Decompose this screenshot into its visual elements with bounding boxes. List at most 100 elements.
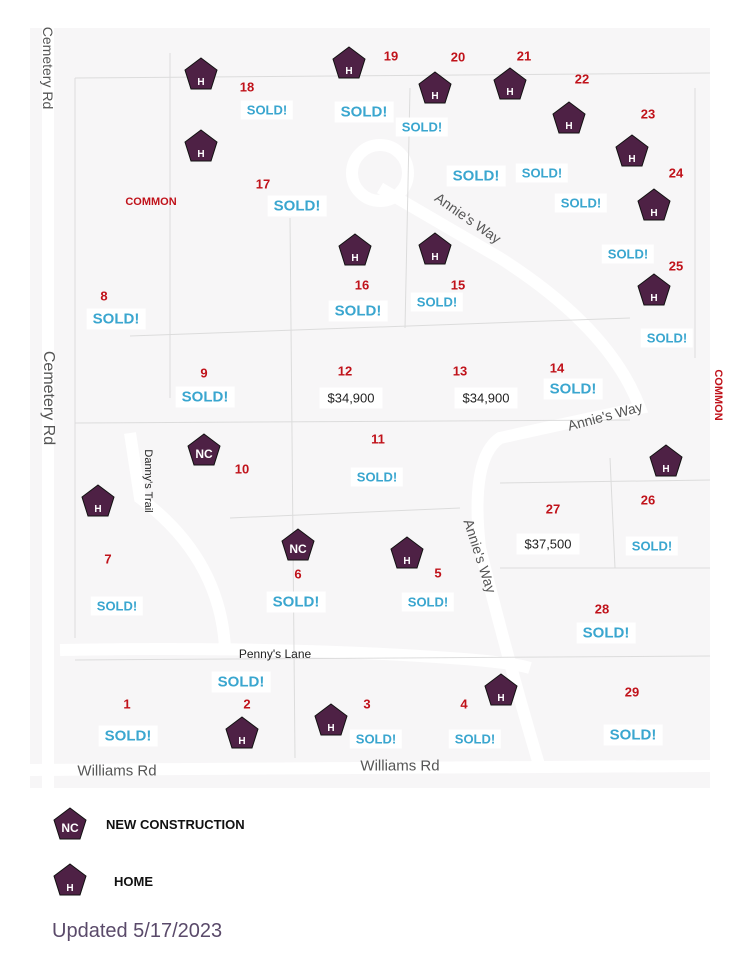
svg-text:H: H <box>197 149 204 160</box>
lot-22-status: SOLD! <box>515 163 569 183</box>
lot-13-number: 13 <box>452 363 468 379</box>
svg-text:H: H <box>327 723 334 734</box>
lot-14-status: SOLD! <box>543 378 603 400</box>
lot-21-number: 21 <box>516 48 532 64</box>
lot-1-number: 1 <box>123 696 131 712</box>
lot-15-status: SOLD! <box>410 292 464 312</box>
common-area-label: COMMON <box>712 369 724 421</box>
road-label-williams-rd: Williams Rd <box>360 757 440 775</box>
legend-home: HOME <box>114 874 153 889</box>
svg-text:NC: NC <box>195 447 213 461</box>
home-marker-icon: H <box>184 129 218 163</box>
home-marker-icon: H <box>649 444 683 478</box>
svg-text:H: H <box>565 121 572 132</box>
svg-text:H: H <box>66 883 73 894</box>
lot-17-number: 17 <box>255 176 271 192</box>
lot-20-number: 20 <box>450 49 466 65</box>
svg-text:H: H <box>351 253 358 264</box>
home-marker-icon: H <box>418 71 452 105</box>
road-label-pennys-lane: Penny's Lane <box>238 647 312 661</box>
lot-24-number: 24 <box>668 165 684 181</box>
home-marker-icon: H <box>615 134 649 168</box>
legend-new-construction-icon: NC <box>53 807 87 841</box>
lot-15-number: 15 <box>450 277 466 293</box>
lot-4-status: SOLD! <box>448 729 502 749</box>
lot-10-number: 10 <box>234 461 250 477</box>
new-construction-marker-icon: NC <box>281 528 315 562</box>
lot-26-number: 26 <box>640 492 656 508</box>
lot-7-number: 7 <box>104 551 112 567</box>
home-marker-icon: H <box>332 46 366 80</box>
lot-12-number: 12 <box>337 363 353 379</box>
svg-text:H: H <box>662 464 669 475</box>
road-label-dannys-trail: Danny's Trail <box>142 449 154 513</box>
lot-26-status: SOLD! <box>625 536 679 556</box>
svg-text:H: H <box>650 208 657 219</box>
lot-13-price: $34,900 <box>454 387 518 409</box>
home-marker-icon: H <box>484 673 518 707</box>
lot-22-number: 22 <box>574 71 590 87</box>
lot-6-number: 6 <box>294 566 302 582</box>
lot-2-number: 2 <box>243 696 251 712</box>
lot-25-number: 25 <box>668 258 684 274</box>
home-marker-icon: H <box>418 232 452 266</box>
svg-text:H: H <box>431 91 438 102</box>
lot-29-status: SOLD! <box>603 724 663 746</box>
svg-text:H: H <box>506 87 513 98</box>
lot-3-number: 3 <box>363 696 371 712</box>
lot-19-number: 19 <box>383 48 399 64</box>
lot-23-status: SOLD! <box>554 193 608 213</box>
lot-8-status: SOLD! <box>86 308 146 330</box>
lot-6-status: SOLD! <box>266 591 326 613</box>
legend-home-icon: H <box>53 863 87 897</box>
lot-1-status: SOLD! <box>98 725 158 747</box>
home-marker-icon: H <box>552 101 586 135</box>
lot-9-status: SOLD! <box>175 386 235 408</box>
svg-text:H: H <box>94 504 101 515</box>
lot-23-number: 23 <box>640 106 656 122</box>
svg-text:H: H <box>345 66 352 77</box>
lot-16-status: SOLD! <box>328 300 388 322</box>
lot-18-number: 18 <box>239 79 255 95</box>
lot-28-status: SOLD! <box>576 622 636 644</box>
lot-12-price: $34,900 <box>319 387 383 409</box>
lot-27-number: 27 <box>545 501 561 517</box>
home-marker-icon: H <box>225 716 259 750</box>
common-area-label: COMMON <box>125 196 177 208</box>
lot-17-status: SOLD! <box>267 195 327 217</box>
lot-9-number: 9 <box>200 365 208 381</box>
home-marker-icon: H <box>493 67 527 101</box>
svg-text:H: H <box>238 736 245 747</box>
lot-19-status: SOLD! <box>334 101 394 123</box>
lot-14-number: 14 <box>549 360 565 376</box>
updated-date: Updated 5/17/2023 <box>52 920 223 942</box>
new-construction-marker-icon: NC <box>187 433 221 467</box>
lot-2-status: SOLD! <box>211 671 271 693</box>
lot-8-number: 8 <box>100 288 108 304</box>
lot-7-status: SOLD! <box>90 596 144 616</box>
lot-5-status: SOLD! <box>401 592 455 612</box>
home-marker-icon: H <box>637 188 671 222</box>
road-label-cemetery-rd: Cemetery Rd <box>40 26 56 110</box>
legend-new-construction: NEW CONSTRUCTION <box>106 817 245 832</box>
svg-text:NC: NC <box>61 821 79 835</box>
home-marker-icon: H <box>81 484 115 518</box>
lot-28-number: 28 <box>594 601 610 617</box>
svg-text:NC: NC <box>289 542 307 556</box>
road-label-williams-rd: Williams Rd <box>77 762 157 780</box>
svg-text:H: H <box>431 252 438 263</box>
lot-27-price: $37,500 <box>516 533 580 555</box>
lot-4-number: 4 <box>460 696 468 712</box>
lot-21-status: SOLD! <box>446 165 506 187</box>
home-marker-icon: H <box>637 273 671 307</box>
lot-20-status: SOLD! <box>395 117 449 137</box>
svg-text:H: H <box>403 556 410 567</box>
lot-11-status: SOLD! <box>350 467 404 487</box>
lot-16-number: 16 <box>354 277 370 293</box>
lot-18-status: SOLD! <box>240 100 294 120</box>
home-marker-icon: H <box>314 703 348 737</box>
home-marker-icon: H <box>184 57 218 91</box>
subdivision-map: Cemetery Rd Cemetery Rd Williams Rd Will… <box>30 26 724 788</box>
svg-text:H: H <box>650 293 657 304</box>
svg-text:H: H <box>197 77 204 88</box>
